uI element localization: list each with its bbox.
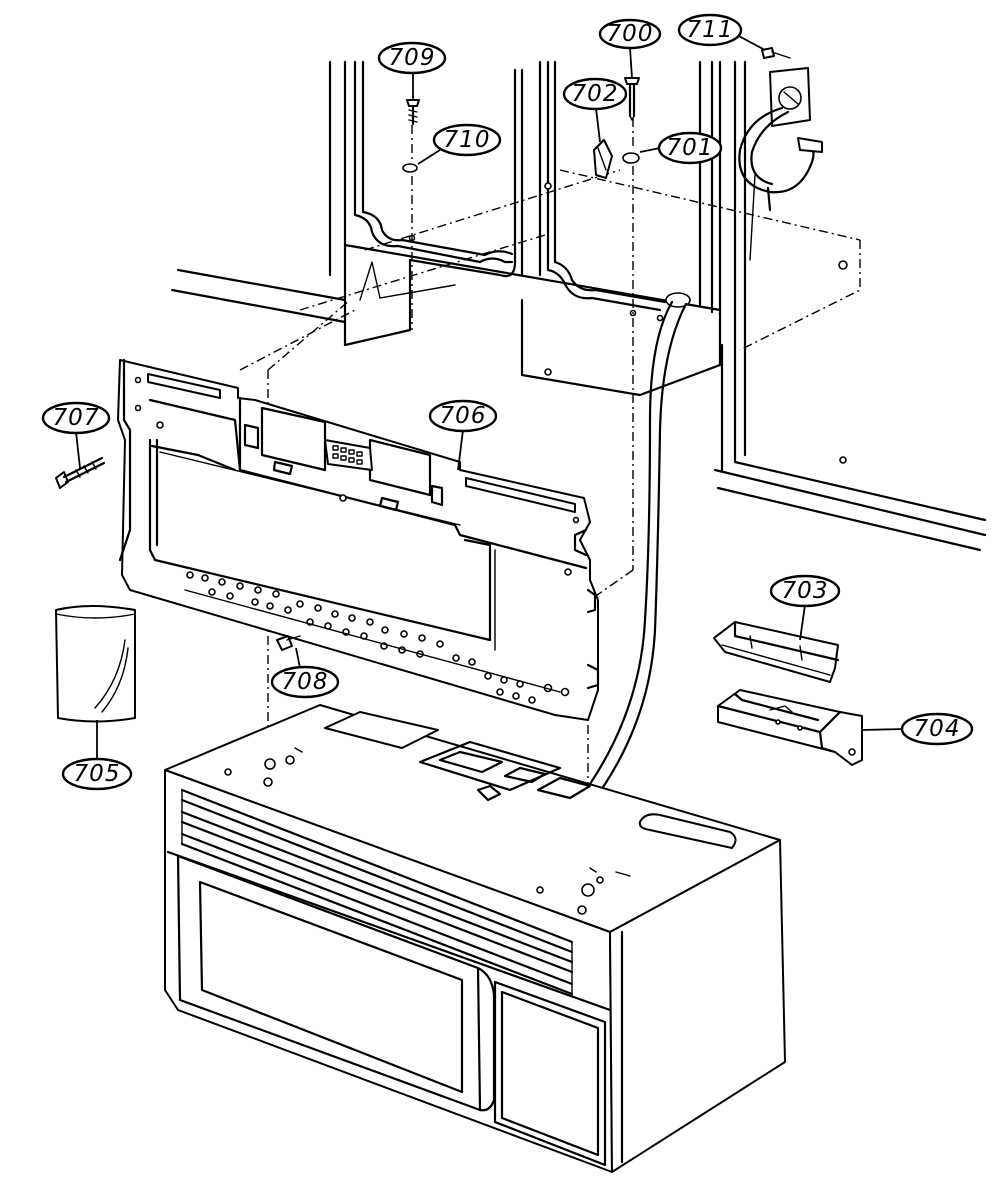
washer-710 xyxy=(402,163,418,173)
plate-screw-708 xyxy=(276,635,301,651)
leader-710 xyxy=(417,149,441,165)
callout-705-ellipse xyxy=(61,757,133,791)
callout-701: 701 xyxy=(667,135,714,161)
installation-template-705 xyxy=(55,605,136,723)
plate-screw-707 xyxy=(55,456,106,489)
leader-700 xyxy=(629,47,633,79)
callout-701-ellipse xyxy=(657,131,723,165)
leader-708 xyxy=(295,647,301,669)
callout-706: 706 xyxy=(440,403,487,429)
wall-mounting-plate-706 xyxy=(117,358,600,721)
callout-702: 702 xyxy=(572,81,619,107)
plate-vent-grid xyxy=(332,445,363,465)
callout-708: 708 xyxy=(282,669,329,695)
cabinet-mounting-screw-709 xyxy=(406,99,420,126)
toggle-bolt-702 xyxy=(593,139,613,179)
callout-706-ellipse xyxy=(428,399,498,433)
callout-709: 709 xyxy=(389,45,436,71)
washer-701 xyxy=(622,152,640,164)
callout-704-ellipse xyxy=(900,712,974,746)
leader-702 xyxy=(595,107,601,143)
callout-705: 705 xyxy=(74,761,121,787)
leader-707 xyxy=(75,431,81,469)
callout-702-ellipse xyxy=(562,77,628,111)
microwave-oven xyxy=(164,704,786,1173)
callout-703: 703 xyxy=(782,578,829,604)
callout-703-ellipse xyxy=(769,574,841,608)
leader-703 xyxy=(799,604,806,641)
control-panel xyxy=(493,980,607,1167)
callout-708-ellipse xyxy=(270,665,340,699)
leader-704 xyxy=(861,728,904,731)
callout-700: 700 xyxy=(607,21,654,47)
callout-707: 707 xyxy=(53,405,100,431)
callout-704: 704 xyxy=(914,716,961,742)
leader-711 xyxy=(734,33,766,51)
wall-outlet-power-cord xyxy=(738,61,823,271)
callout-711: 711 xyxy=(687,17,734,43)
callout-707-ellipse xyxy=(41,401,111,435)
callout-710-ellipse xyxy=(432,123,502,157)
callouts: 700 701 702 703 704 705 706 707 708 xyxy=(41,13,974,791)
exhaust-adapter-704 xyxy=(716,689,863,766)
callout-710: 710 xyxy=(444,127,491,153)
cabinet-mounting-bolt-700 xyxy=(624,77,640,121)
outlet-screw-711 xyxy=(761,47,791,59)
callout-711-ellipse xyxy=(677,13,743,47)
callout-700-ellipse xyxy=(598,18,662,50)
damper-703 xyxy=(713,620,840,683)
callout-709-ellipse xyxy=(377,41,447,75)
leader-706 xyxy=(457,429,464,471)
leader-701 xyxy=(639,147,661,153)
front-vent-grille xyxy=(166,788,612,1012)
